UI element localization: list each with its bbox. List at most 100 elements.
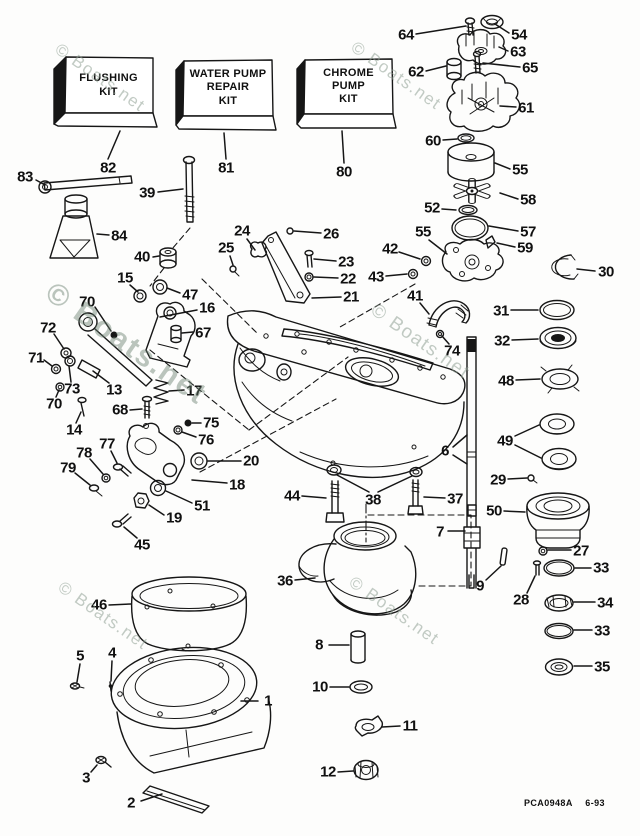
- kit-box-label-chrome-pump: CHROME PUMP KIT: [323, 66, 374, 106]
- callout-79: 79: [60, 459, 76, 477]
- callout-32: 32: [494, 332, 510, 350]
- jet-impeller-art: [298, 521, 417, 616]
- callout-63: 63: [510, 43, 526, 61]
- callout-72: 72: [40, 319, 56, 337]
- callout-34: 34: [597, 594, 613, 612]
- callout-41: 41: [407, 287, 423, 305]
- callout-40: 40: [134, 248, 150, 266]
- callout-51: 51: [194, 497, 210, 515]
- callout-45: 45: [134, 536, 150, 554]
- kit-box-flushing-art: [53, 56, 158, 128]
- callout-13: 13: [106, 381, 122, 399]
- callout-25: 25: [218, 239, 234, 257]
- callout-16: 16: [199, 299, 215, 317]
- callout-70: 70: [46, 395, 62, 413]
- callout-73: 73: [64, 380, 80, 398]
- callout-38: 38: [365, 491, 381, 509]
- callout-12: 12: [320, 763, 336, 781]
- callout-26: 26: [323, 225, 339, 243]
- callout-18: 18: [229, 476, 245, 494]
- fin-bracket-art: [229, 227, 314, 304]
- callout-55: 55: [512, 161, 528, 179]
- callout-27: 27: [573, 542, 589, 560]
- callout-3: 3: [82, 769, 90, 787]
- callout-36: 36: [277, 572, 293, 590]
- callout-33: 33: [593, 559, 609, 577]
- callout-76: 76: [198, 431, 214, 449]
- diagram-footer: PCA0948A 6-93: [524, 798, 605, 808]
- callout-83: 83: [17, 168, 33, 186]
- bolt-39-art: [182, 155, 196, 223]
- mount-hardware-art: [325, 464, 424, 523]
- callout-57: 57: [520, 223, 536, 241]
- water-pump-assembly-art: [407, 14, 521, 339]
- callout-5: 5: [76, 647, 84, 665]
- callout-22: 22: [340, 270, 356, 288]
- callout-42: 42: [382, 240, 398, 258]
- callout-54: 54: [511, 26, 527, 44]
- bushing-40-art: [159, 247, 177, 269]
- callout-55: 55: [415, 223, 431, 241]
- callout-20: 20: [243, 452, 259, 470]
- kit-box-chrome-pump-art: [296, 58, 397, 129]
- callout-29: 29: [490, 471, 506, 489]
- seal-bearing-column-art: [526, 254, 590, 676]
- callout-61: 61: [518, 99, 534, 117]
- footer-part-code: PCA0948A: [524, 798, 573, 808]
- intake-bowl-art: [130, 576, 248, 652]
- callout-50: 50: [486, 502, 502, 520]
- callout-81: 81: [218, 159, 234, 177]
- callout-6: 6: [441, 442, 449, 460]
- callout-80: 80: [336, 163, 352, 181]
- callout-28: 28: [513, 591, 529, 609]
- callout-39: 39: [139, 184, 155, 202]
- fastener-column-art: [349, 630, 383, 781]
- drive-shaft-art: [463, 336, 508, 589]
- callout-37: 37: [447, 490, 463, 508]
- callout-78: 78: [76, 444, 92, 462]
- callout-10: 10: [312, 678, 328, 696]
- kit-box-label-water-pump-repair: WATER PUMP REPAIR KIT: [189, 68, 267, 107]
- callout-75: 75: [203, 414, 219, 432]
- callout-77: 77: [99, 435, 115, 453]
- impeller-58-art: [453, 178, 491, 204]
- shift-bracket-art: [50, 279, 196, 419]
- callout-60: 60: [425, 132, 441, 150]
- kit-box-label-flushing: FLUSHING KIT: [79, 72, 138, 98]
- callout-33: 33: [594, 622, 610, 640]
- callout-47: 47: [182, 286, 198, 304]
- callout-44: 44: [284, 487, 300, 505]
- callout-59: 59: [517, 239, 533, 257]
- callout-82: 82: [100, 159, 116, 177]
- callout-67: 67: [195, 324, 211, 342]
- callout-23: 23: [338, 253, 354, 271]
- callout-64: 64: [398, 26, 414, 44]
- callout-62: 62: [408, 63, 424, 81]
- callout-8: 8: [315, 636, 323, 654]
- callout-15: 15: [117, 269, 133, 287]
- callout-65: 65: [522, 59, 538, 77]
- leader-lines: [35, 23, 596, 802]
- callout-17: 17: [186, 382, 202, 400]
- callout-30: 30: [598, 263, 614, 281]
- callout-58: 58: [520, 191, 536, 209]
- callout-71: 71: [28, 349, 44, 367]
- callout-43: 43: [368, 268, 384, 286]
- cam-bracket-art: [88, 419, 208, 528]
- callout-70: 70: [79, 293, 95, 311]
- callout-52: 52: [424, 199, 440, 217]
- callout-74: 74: [444, 342, 460, 360]
- callout-31: 31: [493, 302, 509, 320]
- callout-11: 11: [402, 717, 418, 735]
- hose-41-art: [426, 300, 471, 328]
- callout-68: 68: [112, 401, 128, 419]
- callout-21: 21: [343, 288, 359, 306]
- callout-2: 2: [127, 794, 135, 812]
- callout-7: 7: [436, 523, 444, 541]
- gearcase-housing-art: [226, 310, 466, 479]
- callout-14: 14: [66, 421, 82, 439]
- callout-84: 84: [111, 227, 127, 245]
- callout-48: 48: [498, 372, 514, 390]
